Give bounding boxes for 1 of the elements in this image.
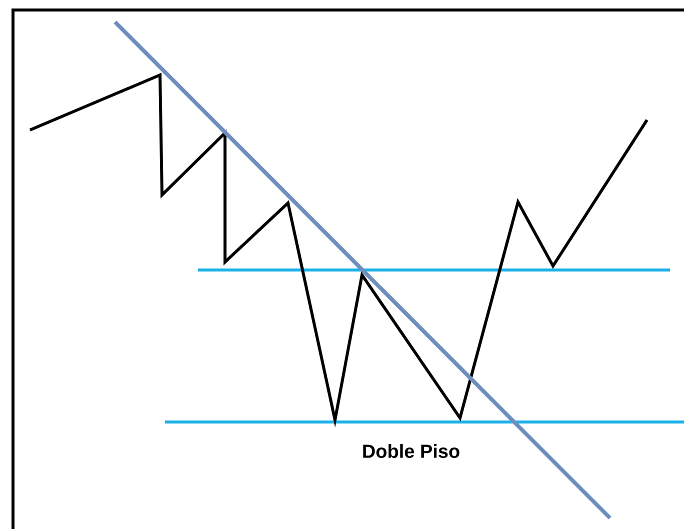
pattern-label: Doble Piso [363, 444, 460, 458]
